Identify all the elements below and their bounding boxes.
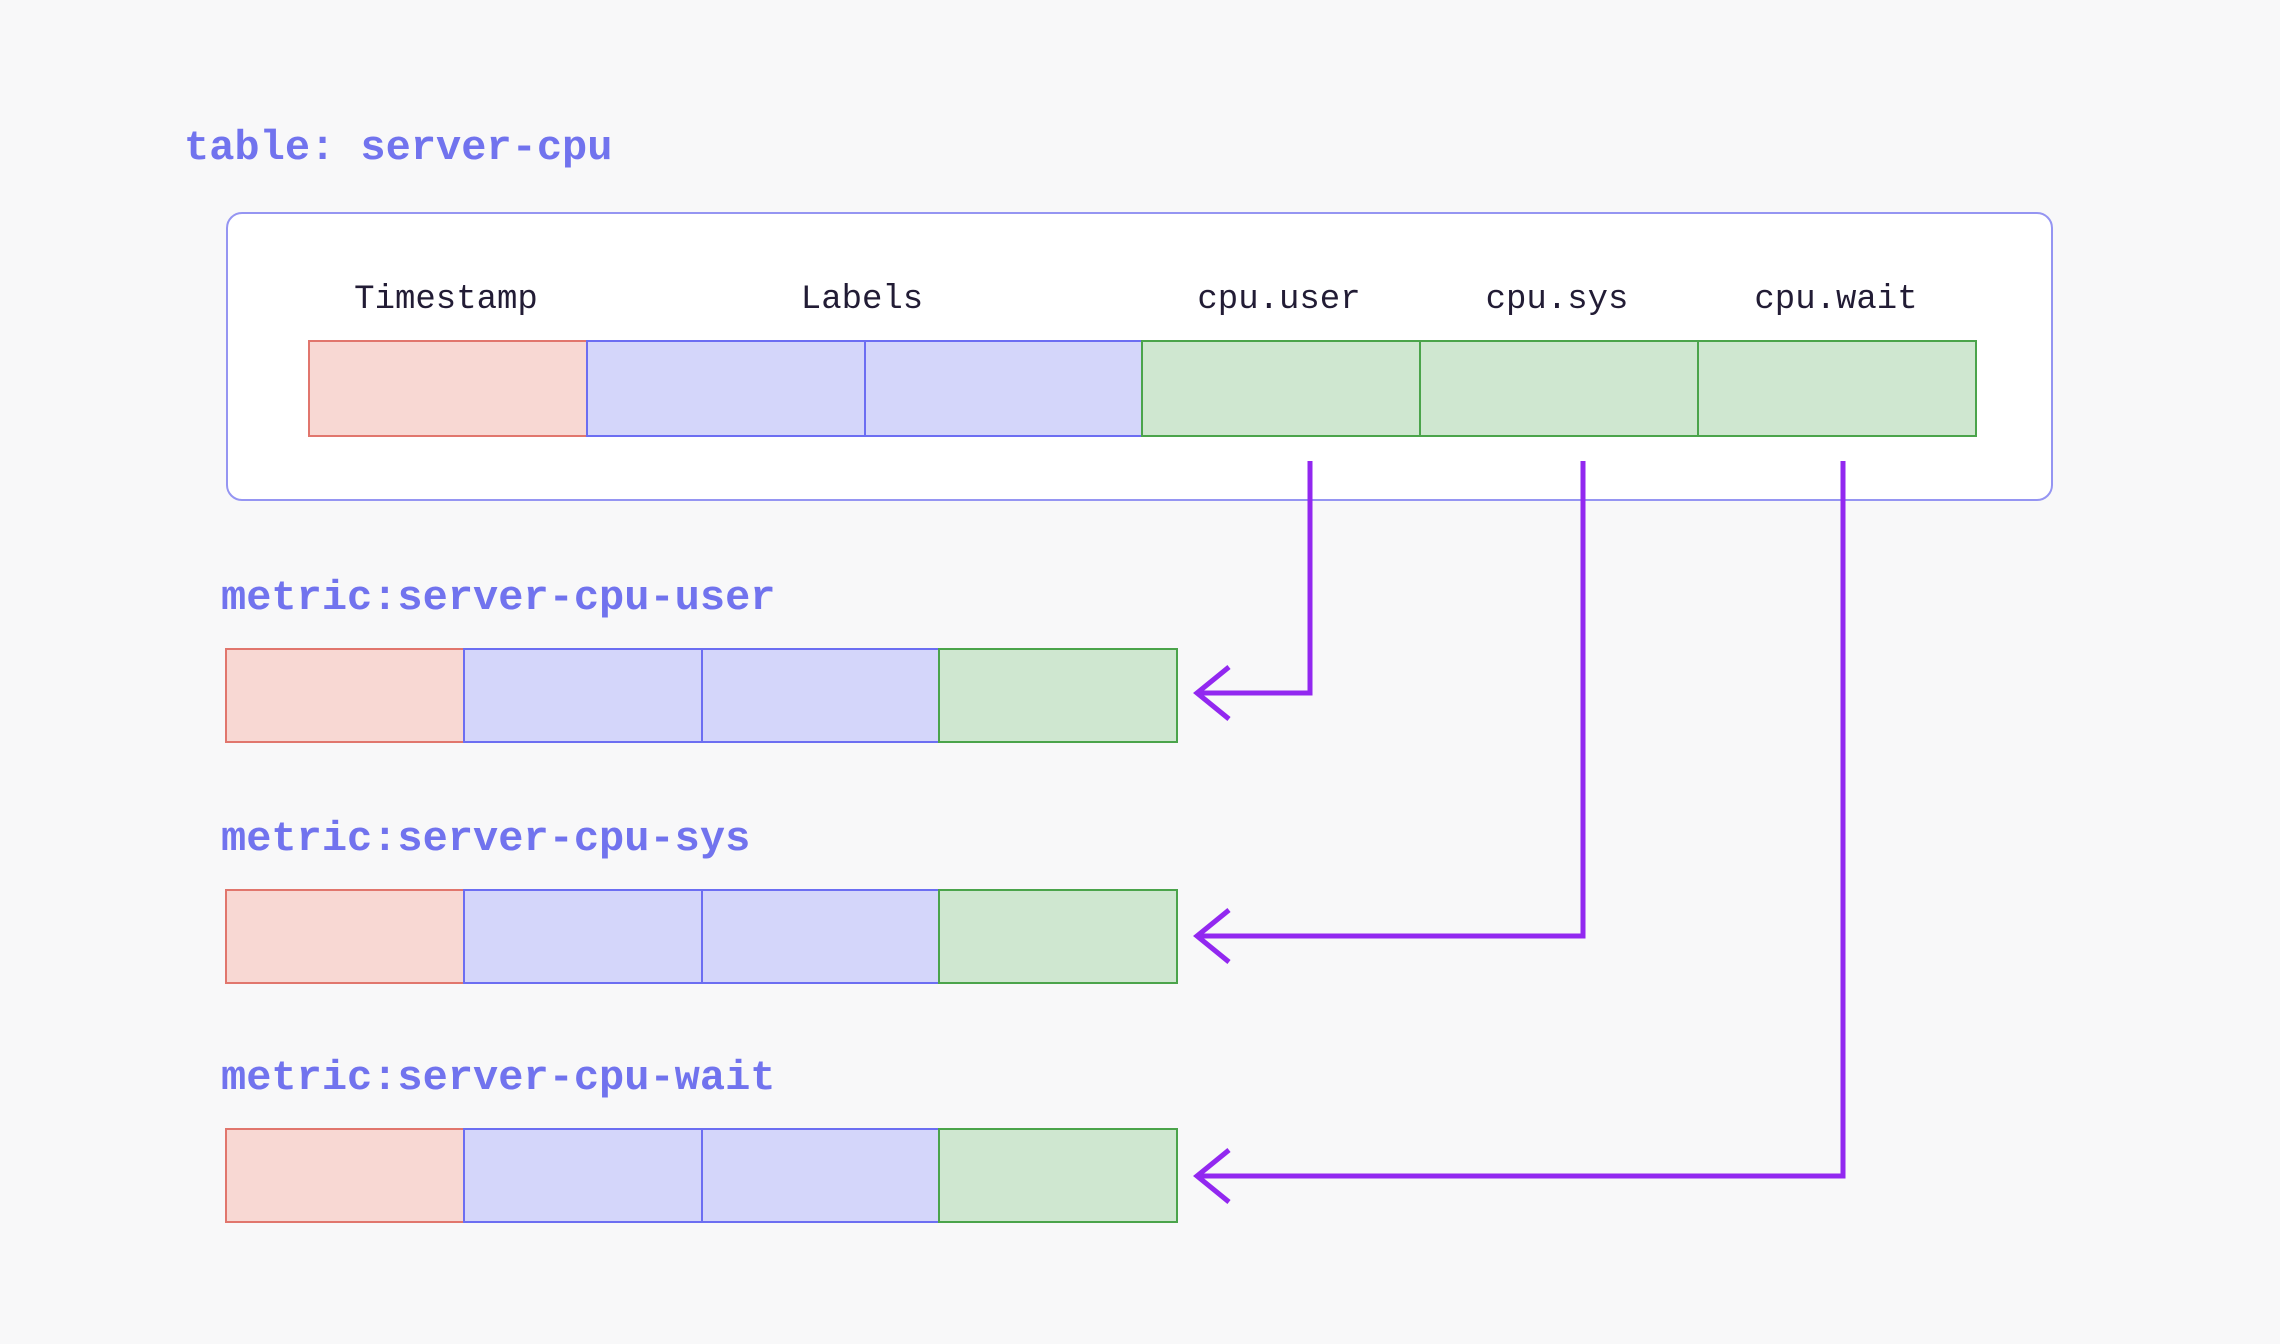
table-row [308, 340, 1977, 437]
labels-cell-2 [700, 1128, 941, 1223]
timestamp-cell [225, 648, 465, 743]
cpu-sys-cell [1419, 340, 1700, 437]
arrow-cpu-wait-to-metric [1200, 461, 1846, 1179]
metric-title-sys: metric:server-cpu-sys [221, 815, 751, 863]
labels-cell-1 [462, 1128, 703, 1223]
cpu-wait-cell [1697, 340, 1977, 437]
labels-cell-1 [585, 340, 866, 437]
value-cell [938, 648, 1178, 743]
metric-row-user [225, 648, 1178, 743]
cpu-user-cell [1141, 340, 1422, 437]
metric-title-wait: metric:server-cpu-wait [221, 1054, 776, 1102]
value-cell [938, 1128, 1178, 1223]
labels-cell-1 [462, 889, 703, 984]
value-cell [938, 889, 1178, 984]
arrowhead-cpu-wait [1193, 1148, 1231, 1204]
arrow-cpu-sys-to-metric [1200, 461, 1586, 939]
column-header-timestamp: Timestamp [354, 281, 538, 319]
timestamp-cell [225, 889, 465, 984]
column-header-cpu-wait: cpu.wait [1754, 281, 1918, 319]
arrowhead-cpu-sys [1193, 908, 1231, 964]
labels-cell-2 [700, 889, 941, 984]
table-title: table: server-cpu [184, 124, 613, 172]
arrowhead-cpu-user [1193, 665, 1231, 721]
labels-cell-2 [700, 648, 941, 743]
column-header-cpu-sys: cpu.sys [1485, 281, 1629, 319]
timestamp-cell [308, 340, 588, 437]
metric-row-wait [225, 1128, 1178, 1223]
labels-cell-1 [462, 648, 703, 743]
metric-title-user: metric:server-cpu-user [221, 574, 776, 622]
timestamp-cell [225, 1128, 465, 1223]
labels-cell-2 [863, 340, 1144, 437]
metric-row-sys [225, 889, 1178, 984]
column-header-cpu-user: cpu.user [1197, 281, 1361, 319]
column-header-labels: Labels [800, 281, 924, 319]
table-server-cpu-box: Timestamp Labels cpu.user cpu.sys cpu.wa… [226, 212, 2053, 501]
